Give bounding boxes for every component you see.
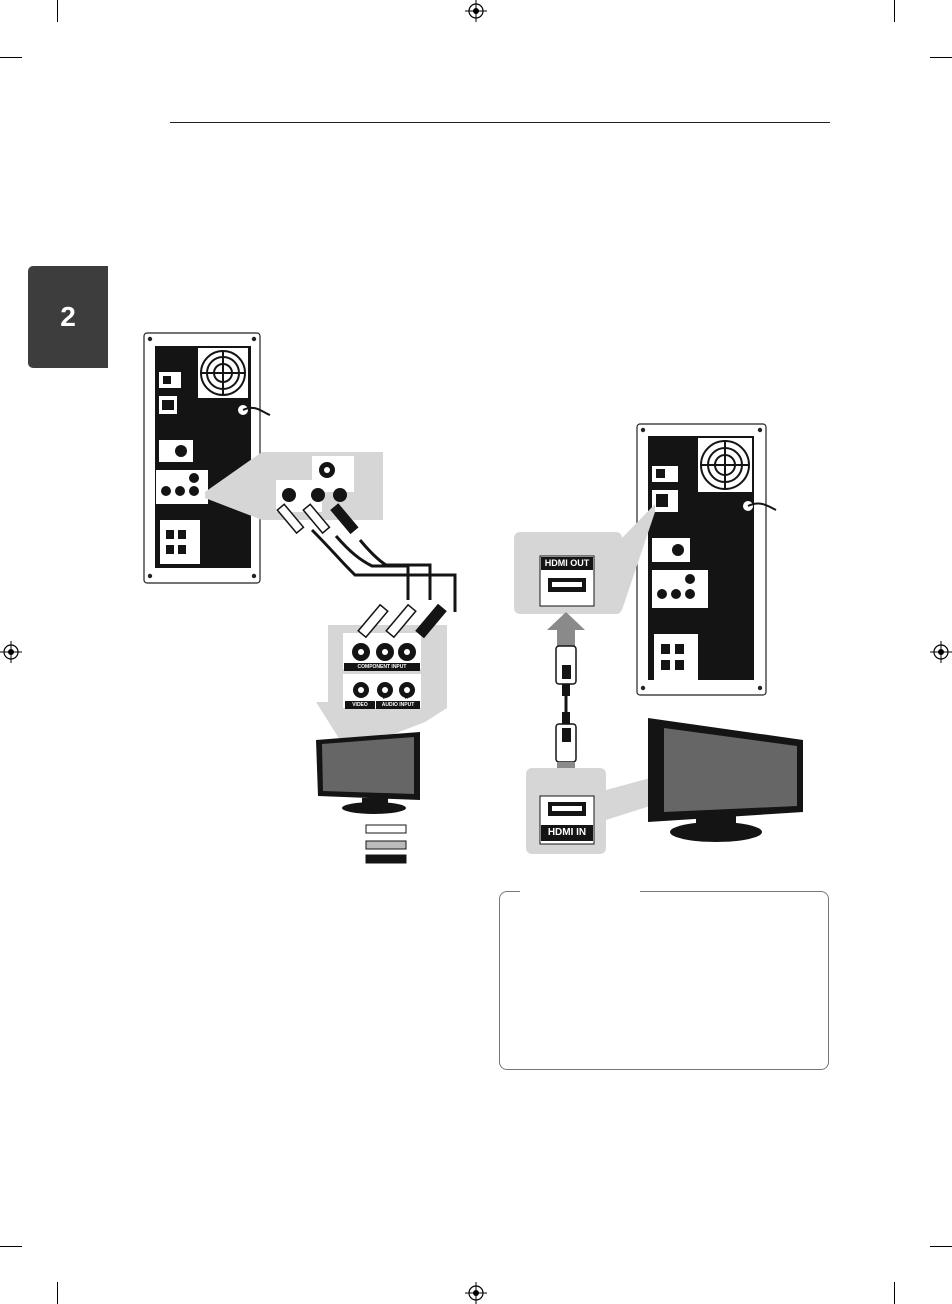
registration-mark-right-icon [930,641,952,663]
header-rule [170,122,830,123]
crop-mark-top-right-v [894,0,895,22]
chapter-tab: 2 [28,266,108,368]
hdmi-in-label: HDMI IN [541,825,593,841]
crop-mark-bottom-left-h [0,1246,22,1247]
crop-mark-bottom-right-v [894,1282,895,1304]
chapter-number: 2 [60,301,76,332]
registration-mark-top-icon [465,0,487,22]
registration-mark-left-icon [0,641,22,663]
crop-mark-bottom-right-h [930,1246,952,1247]
unit-rear-panel-left [143,332,271,584]
audio-video-jacks [353,682,415,698]
channel-label-l: L [383,695,386,700]
hdmi-out-label: HDMI OUT [541,557,593,570]
crop-mark-top-right-h [930,57,952,58]
note-box [499,891,829,1070]
crop-mark-bottom-left-v [57,1282,58,1304]
component-jacks [352,643,416,661]
crop-mark-top-left-v [57,0,58,22]
registration-mark-bottom-icon [465,1282,487,1304]
video-label: VIDEO [345,701,375,709]
channel-label-r: R [405,695,408,700]
hdmi-connection-figure [514,423,803,854]
component-connection-figure [143,332,457,864]
audio-input-label: AUDIO INPUT [376,701,420,709]
component-input-label: COMPONENT INPUT [344,663,420,671]
crop-mark-top-left-h [0,57,22,58]
note-header-gap [520,886,640,896]
tv-left [316,732,420,814]
cable-legend [365,824,407,864]
tv-right [648,718,803,842]
unit-rear-panel-right [636,423,777,696]
